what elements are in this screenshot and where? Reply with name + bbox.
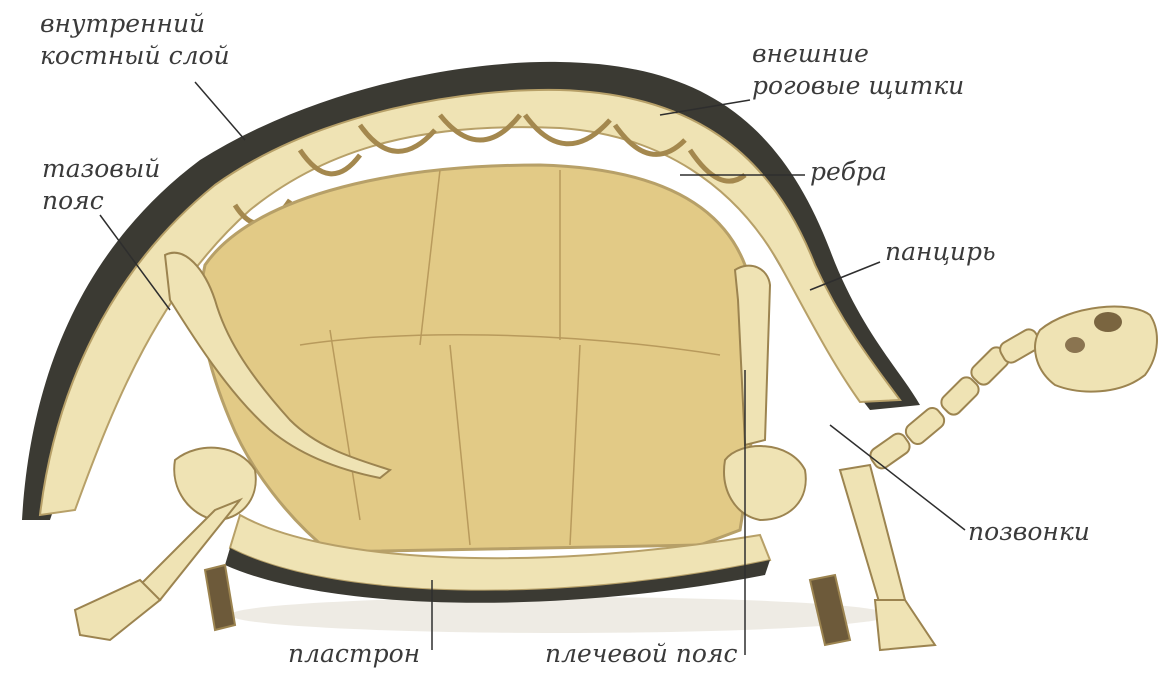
label-carapace: панцирь <box>885 238 996 265</box>
label-outer-scutes-line2: роговые щитки <box>752 72 964 99</box>
label-inner-bone-layer-line2: костный слой <box>40 42 230 69</box>
label-plastron: пластрон <box>288 640 420 667</box>
label-vertebrae: позвонки <box>968 518 1090 545</box>
label-ribs: ребра <box>810 158 887 185</box>
label-shoulder-girdle: плечевой пояс <box>545 640 738 667</box>
label-inner-bone-layer-line1: внутренний <box>40 10 205 37</box>
label-pelvic-girdle-line1: тазовый <box>42 155 160 182</box>
leader-inner-bone-layer <box>195 82 245 140</box>
ground-shadow <box>230 597 890 633</box>
label-pelvic-girdle-line2: пояс <box>42 187 104 214</box>
hind-leg <box>75 448 256 640</box>
skull <box>1035 307 1157 392</box>
body-cavity <box>201 165 754 552</box>
label-outer-scutes-line1: внешние <box>752 40 869 67</box>
